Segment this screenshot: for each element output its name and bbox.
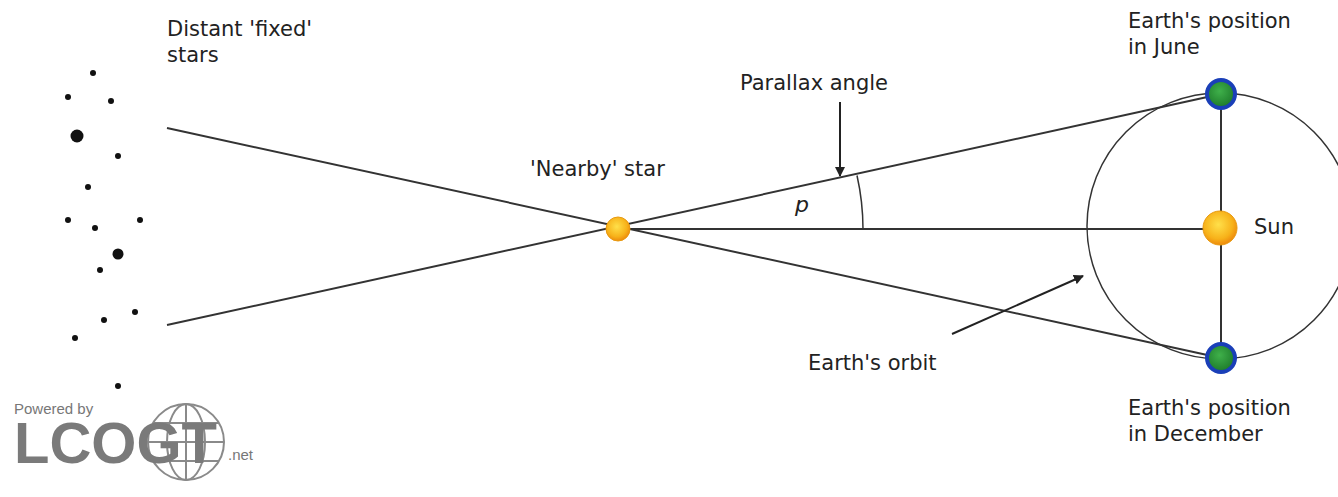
angle-label: Parallax angle bbox=[740, 70, 888, 96]
earth-orbit bbox=[1087, 93, 1338, 359]
pointer-arrow bbox=[952, 276, 1083, 334]
sun bbox=[1203, 211, 1237, 245]
sight-lines bbox=[167, 94, 1221, 358]
logo-suffix: .net bbox=[228, 446, 253, 465]
orbit-label: Earth's orbit bbox=[808, 350, 937, 376]
earth bbox=[1207, 344, 1235, 372]
position-label: Earth's position in June bbox=[1128, 8, 1294, 61]
sun-label: Sun bbox=[1254, 214, 1294, 240]
distant-stars bbox=[65, 70, 143, 389]
pointer-arrow bbox=[839, 102, 841, 176]
nearby-star bbox=[606, 217, 630, 241]
stars-label: Distant 'fixed' stars bbox=[167, 16, 316, 69]
parallax-arc bbox=[857, 176, 863, 230]
star-label: 'Nearby' star bbox=[530, 156, 665, 182]
angle-symbol: p bbox=[795, 192, 809, 218]
position-label: Earth's position in December bbox=[1128, 395, 1294, 448]
earth bbox=[1207, 80, 1235, 108]
logo-wordmark: LCOGT bbox=[14, 414, 217, 472]
